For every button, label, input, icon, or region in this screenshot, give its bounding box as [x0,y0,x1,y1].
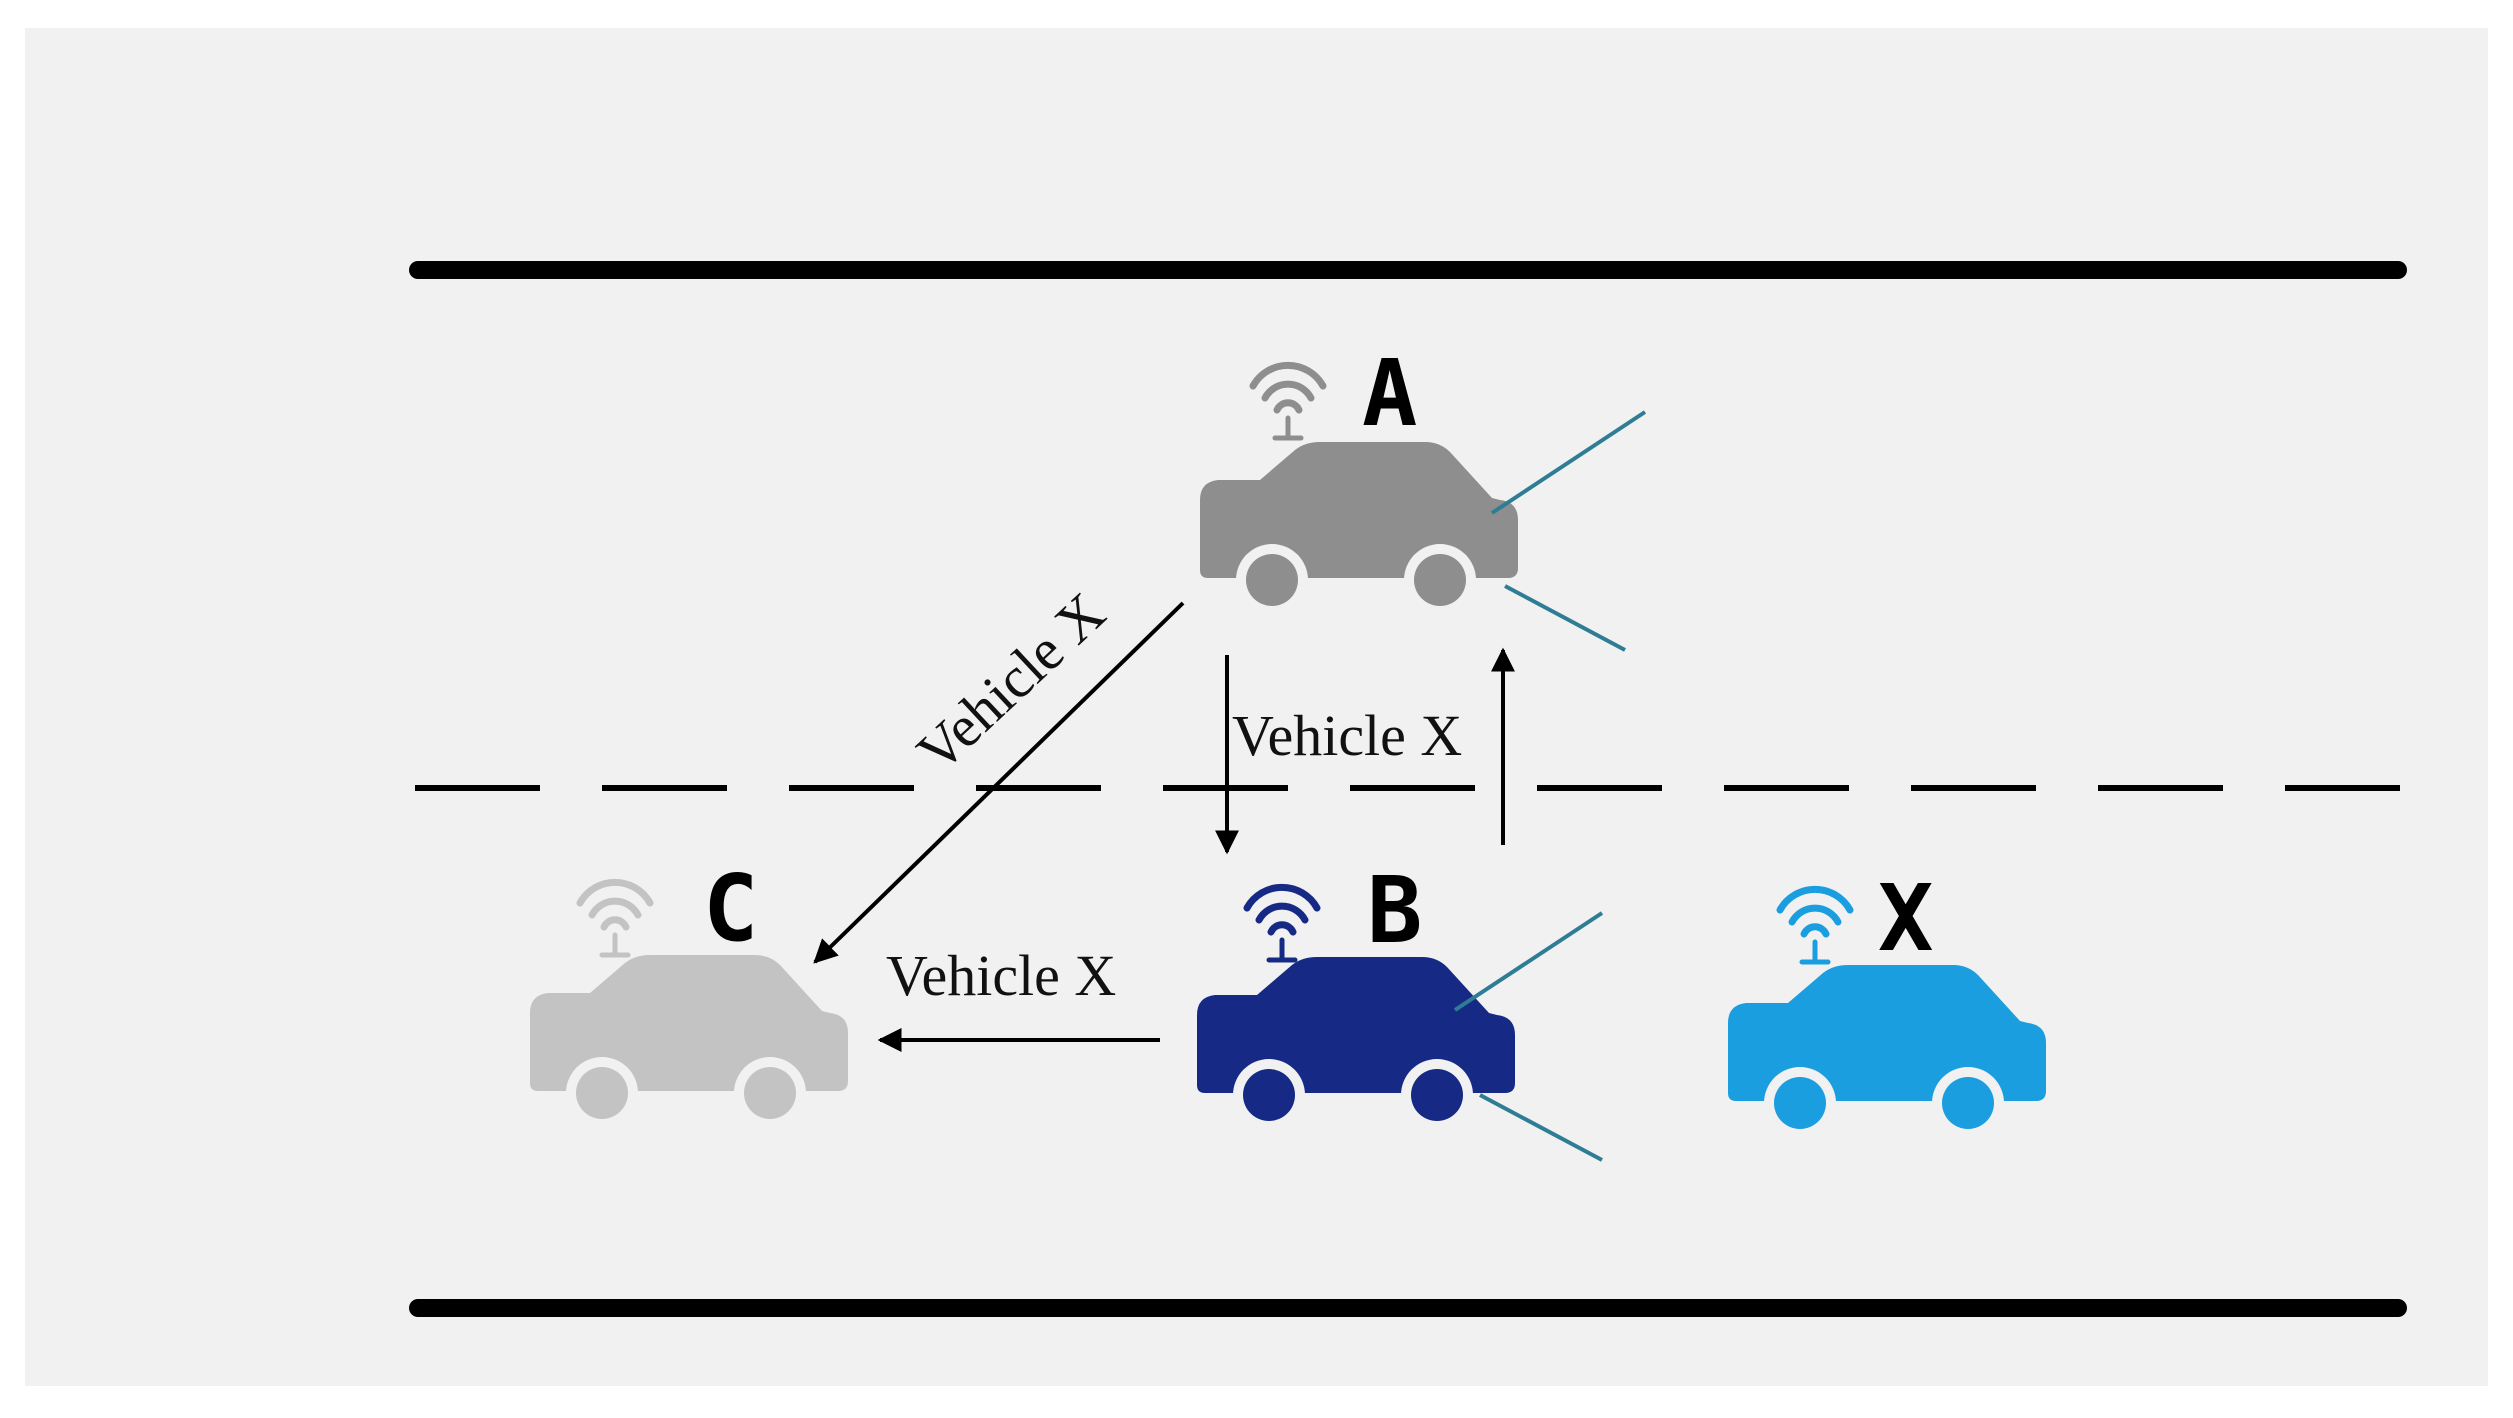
arrow-a-to-c [813,601,1185,964]
message-label-a-b: Vehicle X [1232,703,1462,768]
vehicle-label-b: B [1367,857,1422,964]
sensor-line [1453,911,1604,1012]
vehicle-b: B [1197,857,1604,1162]
vehicle-c: C [530,855,848,1129]
vehicle-x: X [1728,865,2046,1139]
diagram-panel [25,28,2488,1386]
vehicle-label-c: C [703,855,758,962]
vehicle-a: A [1200,340,1647,652]
sensor-line [1479,1093,1603,1162]
message-label-b-to-c: Vehicle X [886,943,1116,1008]
sensor-line [1490,410,1647,515]
vehicle-label-x: X [1878,865,1933,972]
sensor-line [1504,584,1626,652]
vehicle-label-a: A [1362,340,1417,447]
